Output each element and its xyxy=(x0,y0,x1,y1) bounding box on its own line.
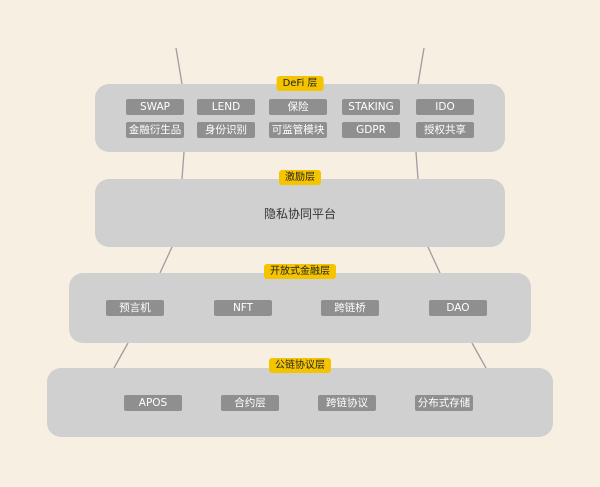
chain-chip-storage: 分布式存储 xyxy=(415,395,473,411)
connector-line xyxy=(417,47,425,85)
open-chip-bridge: 跨链桥 xyxy=(321,300,379,316)
chain-chip-apos: APOS xyxy=(124,395,182,411)
connector-line xyxy=(427,246,441,274)
defi-layer-title: DeFi 层 xyxy=(276,76,324,91)
defi-chip-insurance: 保险 xyxy=(269,99,327,115)
defi-chip-staking: STAKING xyxy=(342,99,400,115)
defi-layer: SWAP LEND 保险 STAKING IDO 金融衍生品 身份识别 可监管模… xyxy=(95,84,505,152)
connector-line xyxy=(181,151,185,180)
open-finance-layer-title: 开放式金融层 xyxy=(264,264,336,279)
defi-chip-auth-share: 授权共享 xyxy=(416,122,474,138)
open-chip-dao: DAO xyxy=(429,300,487,316)
defi-chip-identity: 身份识别 xyxy=(197,122,255,138)
public-chain-layer: APOS 合约层 跨链协议 分布式存储 xyxy=(47,368,553,437)
connector-line xyxy=(159,246,173,274)
defi-chip-swap: SWAP xyxy=(126,99,184,115)
defi-chip-regulatory: 可监管模块 xyxy=(269,122,327,138)
open-chip-oracle: 预言机 xyxy=(106,300,164,316)
incentive-layer: 隐私协同平台 xyxy=(95,179,505,247)
connector-line xyxy=(175,47,183,85)
connector-line xyxy=(471,342,487,369)
open-chip-nft: NFT xyxy=(214,300,272,316)
chain-chip-cross-chain: 跨链协议 xyxy=(318,395,376,411)
connector-line xyxy=(113,342,129,369)
incentive-layer-title: 激励层 xyxy=(279,170,321,185)
defi-chip-ido: IDO xyxy=(416,99,474,115)
open-finance-layer: 预言机 NFT 跨链桥 DAO xyxy=(69,273,531,343)
defi-chip-gdpr: GDPR xyxy=(342,122,400,138)
defi-chip-derivatives: 金融衍生品 xyxy=(126,122,184,138)
incentive-layer-content: 隐私协同平台 xyxy=(263,207,336,221)
chain-chip-contract: 合约层 xyxy=(221,395,279,411)
connector-line xyxy=(415,151,419,180)
defi-chip-lend: LEND xyxy=(197,99,255,115)
public-chain-layer-title: 公链协议层 xyxy=(269,358,331,373)
